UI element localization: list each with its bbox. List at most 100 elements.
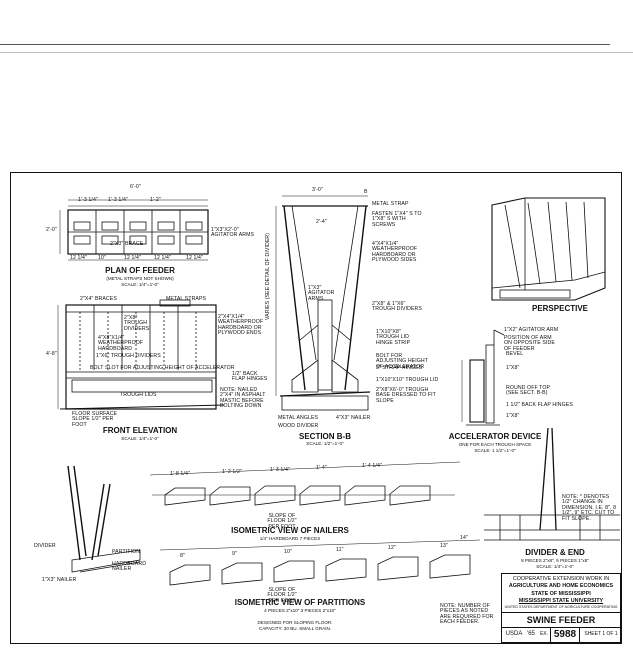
- title-block-line-2: AGRICULTURE AND HOME ECONOMICS: [508, 583, 614, 589]
- plan-dim-8: 12 1/4": [186, 255, 203, 261]
- title-block-number: 5988: [550, 627, 580, 642]
- front-scale: SCALE: 1/4"=1'-0": [121, 436, 159, 441]
- title-block-usda: USDA: [505, 631, 523, 637]
- nailers-title: ISOMETRIC VIEW OF NAILERS: [231, 526, 349, 535]
- section-label-dividers: 2"x8" & 1"x6" TROUGH DIVIDERS: [372, 301, 422, 313]
- section-label-bolt: BOLT FOR ADJUSTING HEIGHT OF ACCELERATOR: [376, 353, 428, 370]
- plan-dim-overall: 6'-0": [130, 184, 141, 190]
- nailers-sub: 1/4" HARDBOARD 7 PIECES: [259, 536, 321, 541]
- title-block: COOPERATIVE EXTENSION WORK IN AGRICULTUR…: [501, 573, 621, 643]
- nailer-dim-0: 1'-8 1/4": [170, 471, 190, 477]
- section-label-sides: 4"x4"x1/4" WEATHERPROOF HARDBOARD OR PLY…: [372, 241, 418, 264]
- plan-dim-4: 12 1/4": [70, 255, 87, 261]
- plan-dim-6: 12 1/4": [124, 255, 141, 261]
- divider-label-hardboard: HARDBOARD NAILER: [112, 561, 147, 573]
- front-label-floor: FLOOR SURFACE SLOPE 1/2" PER FOOT: [72, 411, 118, 428]
- title-block-ex: EX.: [539, 631, 549, 637]
- front-label-trough-dividers: 2"x8" TROUGH DIVIDERS: [124, 315, 150, 332]
- divider-end-drawing: [484, 427, 620, 541]
- plan-dim-5: 10": [98, 255, 106, 261]
- accelerator-title: ACCELERATOR DEVICE: [448, 432, 542, 441]
- front-label-trough-lids: TROUGH LIDS: [120, 392, 157, 398]
- front-label-note: NOTE: NAILED 2"x4" IN ASPHALT MASTIC BEF…: [220, 387, 266, 410]
- plan-note: (METAL STRAPS NOT SHOWN): [106, 276, 174, 281]
- plan-title: PLAN OF FEEDER: [105, 266, 175, 275]
- section-label-metal-strap: METAL STRAP: [372, 201, 409, 207]
- partitions-title: ISOMETRIC VIEW OF PARTITIONS: [234, 598, 366, 607]
- accel-label-hinges: 1 1/2" BACK FLAP HINGES: [506, 402, 573, 408]
- accel-label-1x8-b: 1"x8": [506, 413, 520, 419]
- front-title: FRONT ELEVATION: [102, 426, 178, 435]
- accel-label-1x8-a: 1"x8": [506, 365, 520, 371]
- front-height-dim: 4'-8": [46, 351, 57, 357]
- nailer-dim-3: 1'-4": [316, 465, 327, 471]
- partition-slope: SLOPE OF FLOOR 1/2" PER FOOT: [267, 587, 297, 604]
- front-label-bolt-slot: BOLT SLOT FOR ADJUSTING HEIGHT OF ACCELE…: [90, 365, 235, 371]
- accel-label-position: POSITION OF ARM ON OPPOSITE SIDE OF FEED…: [504, 335, 555, 352]
- divider-drawing: [67, 465, 141, 573]
- title-block-title: SWINE FEEDER: [502, 612, 620, 628]
- accelerator-sub: ONE FOR EACH TROUGH SPACE: [458, 442, 532, 447]
- title-block-line-3: STATE OF MISSISSIPPI: [531, 591, 591, 597]
- plan-dim-7: 12 1/4": [154, 255, 171, 261]
- front-label-straps: METAL STRAPS: [166, 296, 207, 302]
- section-label-agitator: 1"x3" AGITATOR ARMS: [308, 285, 335, 302]
- divider-end-title: DIVIDER & END: [525, 548, 585, 557]
- title-block-line-1: COOPERATIVE EXTENSION WORK IN: [512, 576, 610, 582]
- accelerator-scale: SCALE: 1 1/2"=1'-0": [474, 448, 516, 453]
- front-label-braces: 2"x4" BRACES: [80, 296, 117, 302]
- front-label-1x6-dividers: 1"x6" TROUGH DIVIDERS: [96, 353, 161, 359]
- title-block-year: '65: [527, 631, 535, 637]
- scan-top-rule: [0, 44, 610, 45]
- plan-dim-1: 1'-3 1/4": [78, 197, 98, 203]
- divider-end-note: NOTE: * DENOTES 1/2" CHANGE IN DIMENSION…: [562, 494, 617, 522]
- section-bb-drawing: [275, 195, 371, 411]
- divider-label-divider: DIVIDER: [34, 543, 56, 549]
- title-block-line-5: UNITED STATES DEPARTMENT OF AGRICULTURE …: [504, 605, 618, 609]
- partitions-sub: 4 PIECES 2"x10" 3 PIECES 2"x10": [264, 608, 336, 613]
- front-label-hinges: 1/2" BACK FLAP HINGES: [232, 371, 268, 383]
- title-block-line-4: MISSISSIPPI STATE UNIVERSITY: [518, 598, 604, 604]
- nailer-dim-4: 1'-4 1/4": [362, 463, 382, 469]
- plan-view-drawing: [59, 199, 209, 261]
- note-pieces: NOTE: NUMBER OF PIECES AS NOTED ARE REQU…: [440, 603, 494, 626]
- nailer-slope: SLOPE OF FLOOR 1/2" PER FOOT: [267, 513, 297, 530]
- section-label-trough-base: 2"x8"x6'-0" TROUGH BASE DRESSED TO FIT S…: [376, 387, 436, 404]
- note-capacity: CAPACITY: 30 BU. SMALL GRAIN.: [258, 626, 332, 631]
- plan-side-dim: 2'-0": [46, 227, 57, 233]
- plan-dim-2: 1'-3 1/4": [108, 197, 128, 203]
- divider-label-partition: PARTITION: [112, 549, 141, 555]
- partition-dim-4: 12": [388, 545, 396, 551]
- plan-arms-label: 1"x3"x2'-0" AGITATOR ARMS: [211, 227, 255, 239]
- title-block-sheet: SHEET 1 OF 1: [584, 631, 618, 637]
- accel-label-arm: 1"x2" AGITATOR ARM: [504, 327, 559, 333]
- plan-scale: SCALE: 1/4"=1'-0": [121, 282, 159, 287]
- section-dim-inner: 2'-4": [316, 219, 327, 225]
- divider-label-nailer: 1"x3" NAILER: [42, 577, 77, 583]
- nailers-drawing: [149, 461, 461, 506]
- plan-dim-3: 1'-2": [150, 197, 161, 203]
- nailer-dim-1: 1'-2 1/2": [222, 469, 242, 475]
- perspective-title: PERSPECTIVE: [531, 304, 588, 313]
- perspective-drawing: [491, 197, 606, 301]
- section-label-fasten: FASTEN 1"x4" S TO 1"x8" S WITH SCREWS: [372, 211, 422, 228]
- front-elevation-drawing: [57, 299, 225, 410]
- section-dim-top: 3'-0": [312, 187, 323, 193]
- section-label-hinge-strip: 1"x10"x8" TROUGH LID HINGE STRIP: [376, 329, 411, 346]
- section-label-varies: VARIES (SEE DETAIL OF DIVIDER): [265, 232, 271, 320]
- accel-label-bevel: BEVEL: [506, 351, 524, 357]
- drawing-sheet-border: [10, 172, 622, 644]
- section-label-trough-lid: 1"x10"x10" TROUGH LID: [376, 377, 439, 383]
- divider-end-sub: 8 PIECES 2"x8", 6 PIECES 1"x8": [521, 558, 589, 563]
- divider-end-scale: SCALE: 1/4"=1'-0": [536, 564, 574, 569]
- nailer-dim-2: 1'-3 1/4": [270, 467, 290, 473]
- front-label-hardboard: 4"x8"x1/4" WEATHERPROOF HARDBOARD: [98, 335, 144, 352]
- section-scale: SCALE: 1/2"=1'-0": [306, 441, 344, 446]
- accel-label-round: ROUND OFF TOP (SEE SECT. B-B): [506, 385, 550, 397]
- accelerator-device-drawing: [461, 329, 505, 426]
- partition-dim-2: 10": [284, 549, 292, 555]
- partition-dim-3: 11": [336, 547, 344, 553]
- section-label-strap-hinges: 3" STRAP HINGES: [376, 365, 423, 371]
- section-title: SECTION B-B: [299, 432, 351, 441]
